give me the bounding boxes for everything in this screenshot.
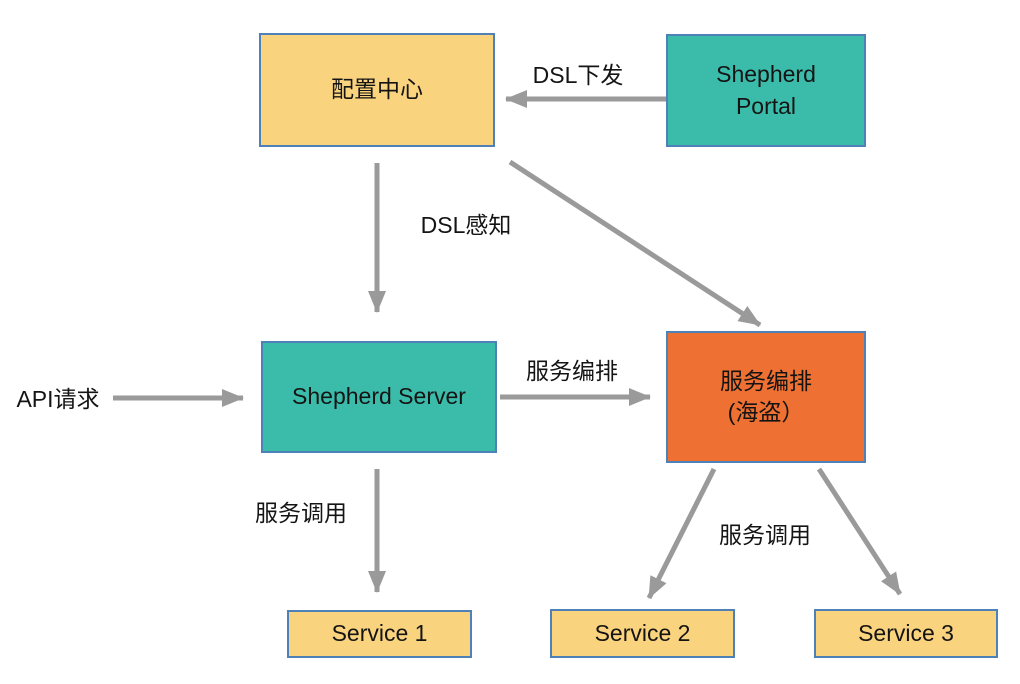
node-service-1: Service 1 <box>287 610 472 658</box>
node-service-orchestration: 服务编排 (海盗） <box>666 331 866 463</box>
node-shepherd-portal-label: Shepherd Portal <box>716 61 816 119</box>
edge-label-service-invoke-left: 服务调用 <box>255 500 347 526</box>
node-config-center-label: 配置中心 <box>331 76 423 103</box>
node-service-1-label: Service 1 <box>331 620 428 647</box>
edge-label-dsl-sense: DSL感知 <box>420 212 512 238</box>
edge-label-api-request: API请求 <box>16 386 100 412</box>
edge-label-dsl-deploy: DSL下发 <box>532 62 624 88</box>
node-shepherd-portal: Shepherd Portal <box>666 34 866 147</box>
node-service-orchestration-label: 服务编排 (海盗） <box>720 367 812 425</box>
node-config-center: 配置中心 <box>259 33 495 147</box>
edge-label-service-invoke-right: 服务调用 <box>719 522 811 548</box>
node-shepherd-server-label: Shepherd Server <box>292 383 466 410</box>
arrow-orchestration-to-service2 <box>646 467 717 600</box>
edge-label-service-orchestrate: 服务编排 <box>526 358 618 384</box>
arrow-config-to-orchestration <box>508 159 762 328</box>
node-shepherd-server: Shepherd Server <box>261 341 497 453</box>
node-service-3-label: Service 3 <box>858 619 954 646</box>
node-service-2-label: Service 2 <box>594 619 691 646</box>
node-service-3: Service 3 <box>814 609 998 658</box>
node-service-2: Service 2 <box>550 609 735 658</box>
arrow-orchestration-to-service3 <box>816 467 903 596</box>
